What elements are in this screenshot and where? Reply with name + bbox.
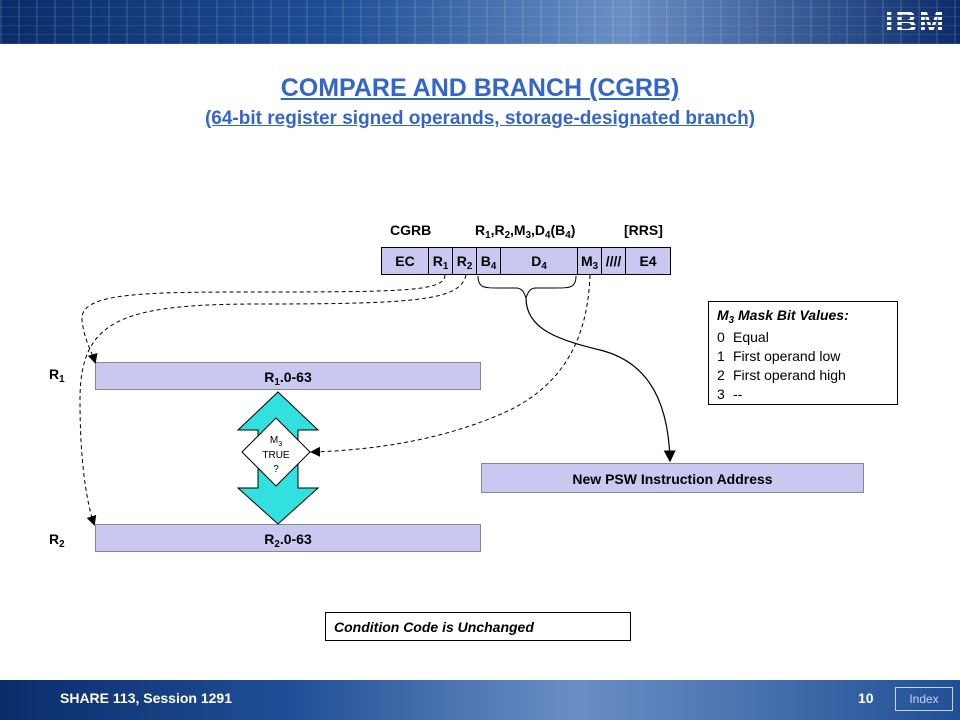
field-r1: R1 — [429, 248, 453, 274]
page-subtitle: (64-bit register signed operands, storag… — [204, 108, 756, 129]
field-m3: M3 — [578, 248, 602, 274]
page-title: COMPARE AND BRANCH (CGRB) — [280, 74, 680, 102]
field-ec: EC — [382, 248, 429, 274]
r2-dashed-arrow — [79, 274, 467, 526]
instruction-format: EC R1 R2 B4 D4 M3 //// E4 — [381, 247, 671, 275]
r2-side-label: R2 — [49, 531, 65, 550]
mask-row: 3-- — [717, 386, 743, 402]
new-psw-box: New PSW Instruction Address — [481, 463, 864, 493]
ibm-logo: IBM — [885, 6, 946, 39]
banner-pattern — [0, 0, 960, 44]
register-r2-box: R2.0-63 — [95, 524, 481, 552]
field-d4: D4 — [501, 248, 578, 274]
field-r2: R2 — [453, 248, 477, 274]
decision-diamond — [241, 417, 311, 487]
condition-code-box: Condition Code is Unchanged — [325, 612, 631, 641]
format-type-label: [RRS] — [624, 222, 663, 238]
field-unused: //// — [602, 248, 626, 274]
register-r1-box: R1.0-63 — [95, 362, 481, 390]
footer-bar: SHARE 113, Session 1291 10 — [0, 680, 960, 720]
footer-session: SHARE 113, Session 1291 — [60, 690, 232, 706]
decision-text-3: ? — [273, 464, 279, 475]
decision-text-1: M3 — [270, 435, 282, 448]
field-b4: B4 — [477, 248, 501, 274]
index-button[interactable]: Index — [895, 687, 953, 711]
b4-d4-brace — [477, 275, 577, 300]
mask-title: M3 Mask Bit Values: — [717, 307, 849, 326]
field-e4: E4 — [639, 253, 657, 269]
footer-page-number: 10 — [858, 690, 874, 706]
decision-text-2: TRUE — [262, 450, 290, 461]
r1-side-label: R1 — [49, 366, 65, 385]
top-banner: IBM — [0, 0, 960, 44]
psw-solid-arrow — [525, 297, 676, 463]
r1-dashed-arrow — [81, 274, 446, 364]
m3-dashed-arrow — [310, 274, 591, 457]
mnemonic-label: CGRB — [390, 222, 432, 238]
operands-label: R1,R2,M3,D4(B4) — [475, 222, 576, 241]
